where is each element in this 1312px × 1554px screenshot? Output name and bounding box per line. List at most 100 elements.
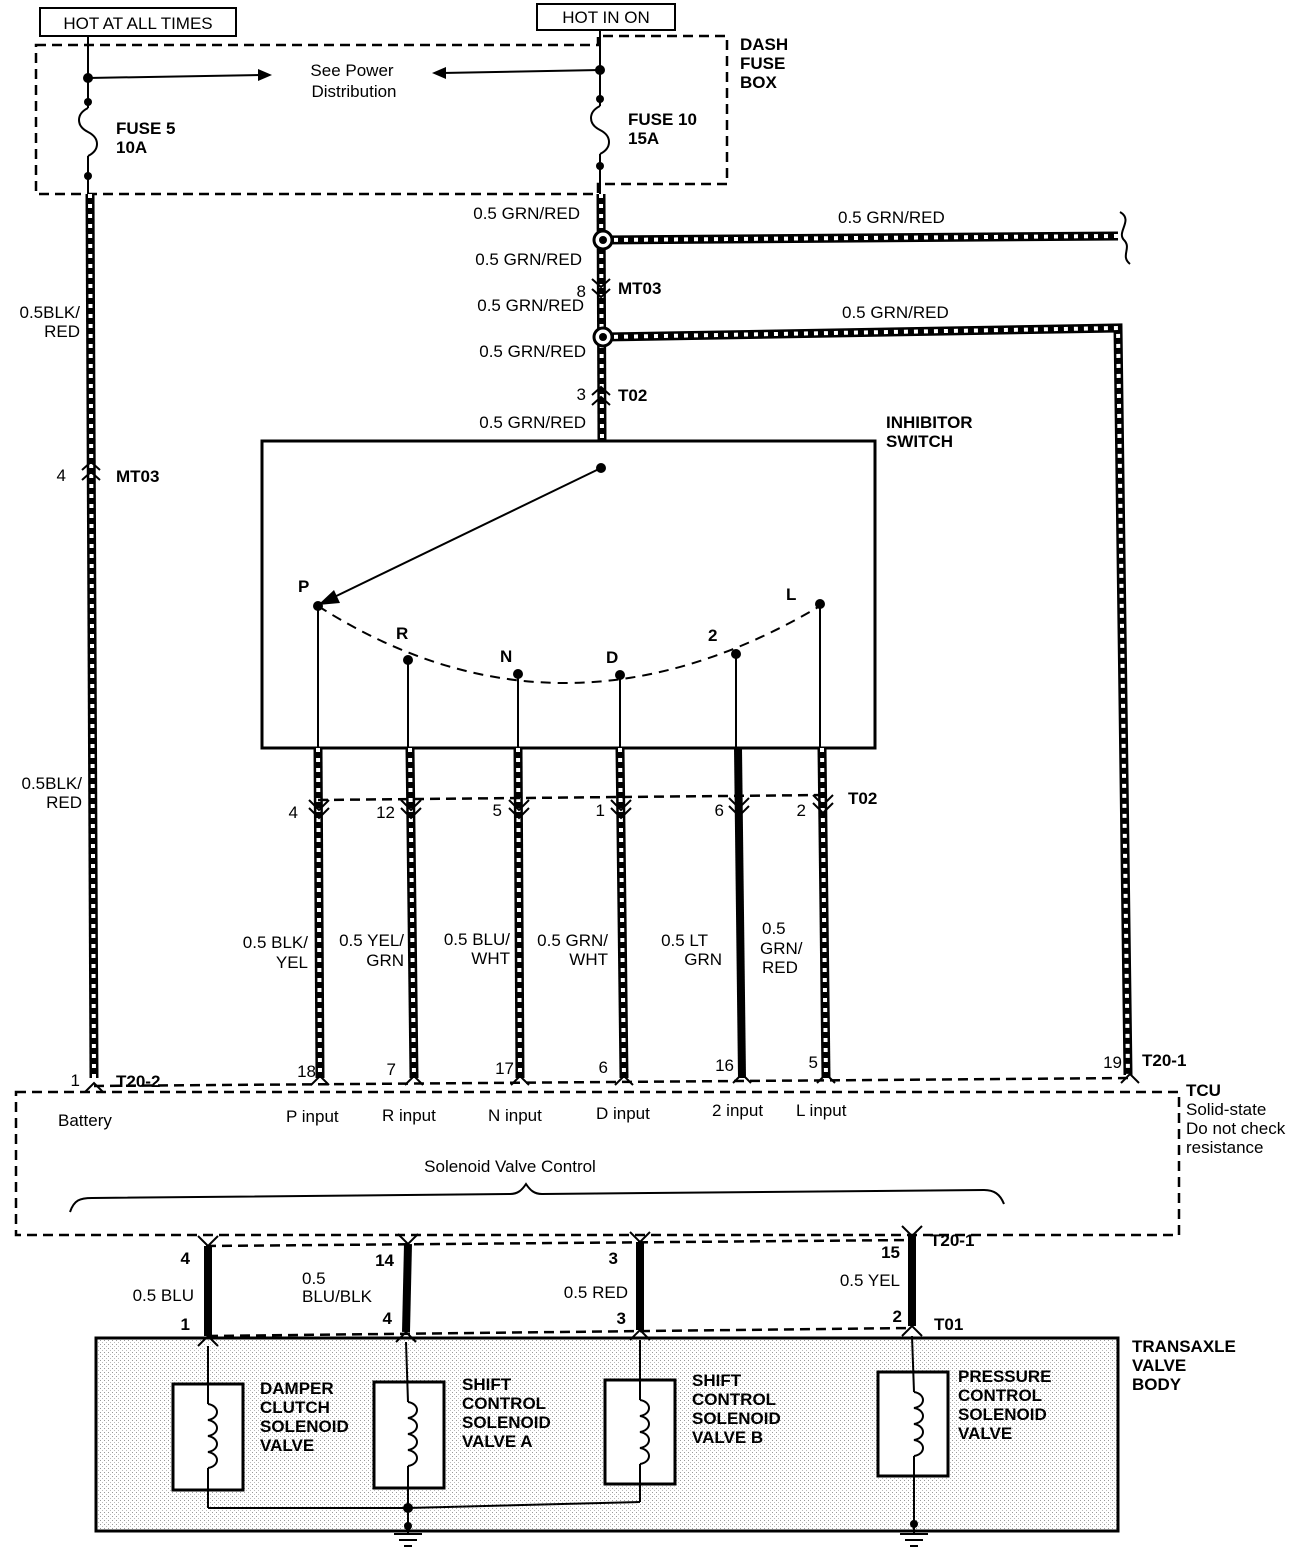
t01-label: T01: [934, 1315, 963, 1334]
mt03-pin4: 4: [57, 466, 66, 485]
tcu-note-3: resistance: [1186, 1138, 1263, 1157]
valve-body-title-1: TRANSAXLE: [1132, 1337, 1236, 1356]
t02-pin3: 3: [577, 385, 586, 404]
pressure-control-label-1: PRESSURE: [958, 1367, 1052, 1386]
valve-body-title-2: VALVE: [1132, 1356, 1186, 1375]
shift-a-label-3: SOLENOID: [462, 1413, 551, 1432]
switch-pos-p: P: [298, 577, 309, 596]
t01-pin-pc: 2: [893, 1307, 902, 1326]
tcu-input-p: P input: [286, 1107, 339, 1126]
damper-clutch-label-2: CLUTCH: [260, 1398, 330, 1417]
wire-blu-blk: [402, 1243, 412, 1333]
mt03-label-left: MT03: [116, 467, 159, 486]
dash-fuse-box-line2: FUSE: [740, 54, 785, 73]
d-wire-color-1: 0.5 GRN/: [537, 931, 608, 950]
l-wire-color-2: GRN/: [760, 939, 803, 958]
t02-connector-row: [308, 794, 834, 820]
blu-blk-wire-color-1: 0.5: [302, 1269, 326, 1288]
wire-grn-red-branch-1: [603, 231, 1119, 245]
tcu-note-2: Do not check: [1186, 1119, 1286, 1138]
two-wire-color-2: GRN: [684, 950, 722, 969]
grn-red-label-4: 0.5 GRN/RED: [479, 342, 586, 361]
t02-label-top: T02: [618, 386, 647, 405]
wire-blk-red-label-bot-1: 0.5BLK/: [22, 774, 83, 793]
switch-contact-2: [731, 649, 741, 748]
fuse10-label: FUSE 10: [628, 110, 697, 129]
ground-icon: [900, 1533, 928, 1547]
shift-b-label-1: SHIFT: [692, 1371, 742, 1390]
shift-a-label-2: CONTROL: [462, 1394, 546, 1413]
switch-contact-l: [815, 599, 825, 748]
l-wire-color-1: 0.5: [762, 919, 786, 938]
grn-red-label-1: 0.5 GRN/RED: [473, 204, 580, 223]
t01-pin-b: 3: [617, 1309, 626, 1328]
wire-p-input: [313, 747, 325, 1079]
shift-control-solenoid-a: [372, 1341, 446, 1508]
wire-blk-red: [85, 193, 99, 1079]
inhibitor-switch-box: [260, 439, 877, 750]
fuse5-symbol: [78, 107, 98, 157]
fuse10-symbol: [590, 105, 610, 155]
damper-clutch-label-3: SOLENOID: [260, 1417, 349, 1436]
hot-at-all-times-label: HOT AT ALL TIMES: [63, 14, 212, 33]
dash-fuse-box-line1: DASH: [740, 35, 788, 54]
wire-2-input: [734, 747, 746, 1079]
tcu-pin-l: 5: [809, 1053, 818, 1072]
tcu-input-n: N input: [488, 1106, 542, 1125]
t02-pin-l: 2: [797, 801, 806, 820]
tcu-input-d: D input: [596, 1104, 650, 1123]
inhibitor-switch-title-1: INHIBITOR: [886, 413, 973, 432]
r-wire-color-2: GRN: [366, 951, 404, 970]
mt03-pin8: 8: [577, 282, 586, 301]
l-wire-color-3: RED: [762, 958, 798, 977]
two-wire-color-1: 0.5 LT: [661, 931, 708, 950]
mt03-label-right: MT03: [618, 279, 661, 298]
out-pin-pc: 15: [881, 1243, 900, 1262]
n-wire-color-2: WHT: [471, 949, 510, 968]
blu-blk-wire-color-2: BLU/BLK: [302, 1287, 373, 1306]
hot-in-on-box: [536, 3, 676, 31]
switch-pos-r: R: [396, 624, 408, 643]
damper-clutch-solenoid: [171, 1346, 245, 1508]
fuse10-rating: 15A: [628, 129, 659, 148]
dash-fuse-box-line3: BOX: [740, 73, 778, 92]
solenoid-control-brace: [69, 1182, 1005, 1213]
tcu-input-2: 2 input: [712, 1101, 763, 1120]
see-power-line1: See Power: [310, 61, 393, 80]
hot-at-all-times-box: [39, 7, 237, 37]
shift-a-label-1: SHIFT: [462, 1375, 512, 1394]
out-pin-b: 3: [609, 1249, 618, 1268]
t02-label-switch: T02: [848, 789, 877, 808]
inhibitor-switch-title-2: SWITCH: [886, 432, 953, 451]
t01-connectors: [197, 1324, 923, 1347]
tcu-pin-19: 19: [1103, 1053, 1122, 1072]
tcu-note-1: Solid-state: [1186, 1100, 1266, 1119]
wire-n-input: [513, 747, 525, 1079]
tcu-pin-p: 18: [297, 1062, 316, 1081]
wire-d-input: [615, 747, 629, 1079]
selector-arc: [317, 605, 821, 684]
pressure-control-solenoid: [876, 1335, 950, 1534]
shift-b-label-3: SOLENOID: [692, 1409, 781, 1428]
t01-pin-a: 4: [383, 1309, 393, 1328]
wire-blk-red-label-top-1: 0.5BLK/: [20, 303, 81, 322]
p-wire-color-2: YEL: [276, 953, 308, 972]
t02-pin-r: 12: [376, 803, 395, 822]
switch-pos-l: L: [786, 585, 796, 604]
switch-pos-d: D: [606, 648, 618, 667]
t02-pin-d: 1: [596, 801, 605, 820]
wire-r-input: [405, 747, 419, 1079]
grn-red-label-2: 0.5 GRN/RED: [475, 250, 582, 269]
hot-in-on-label: HOT IN ON: [562, 8, 650, 27]
r-wire-color-1: 0.5 YEL/: [339, 931, 404, 950]
valve-body-title-3: BODY: [1132, 1375, 1182, 1394]
wire-blk-red-label-bot-2: RED: [46, 793, 82, 812]
t20-1-label-bottom: T20-1: [930, 1231, 974, 1250]
pressure-control-label-2: CONTROL: [958, 1386, 1042, 1405]
switch-contact-d: [615, 670, 625, 748]
wire-blk-red-label-top-2: RED: [44, 322, 80, 341]
fuse5-rating: 10A: [116, 138, 147, 157]
shift-a-label-4: VALVE A: [462, 1432, 533, 1451]
tcu-pin-r: 7: [387, 1060, 396, 1079]
wire-grn-red-branch-2: [603, 323, 1133, 1076]
